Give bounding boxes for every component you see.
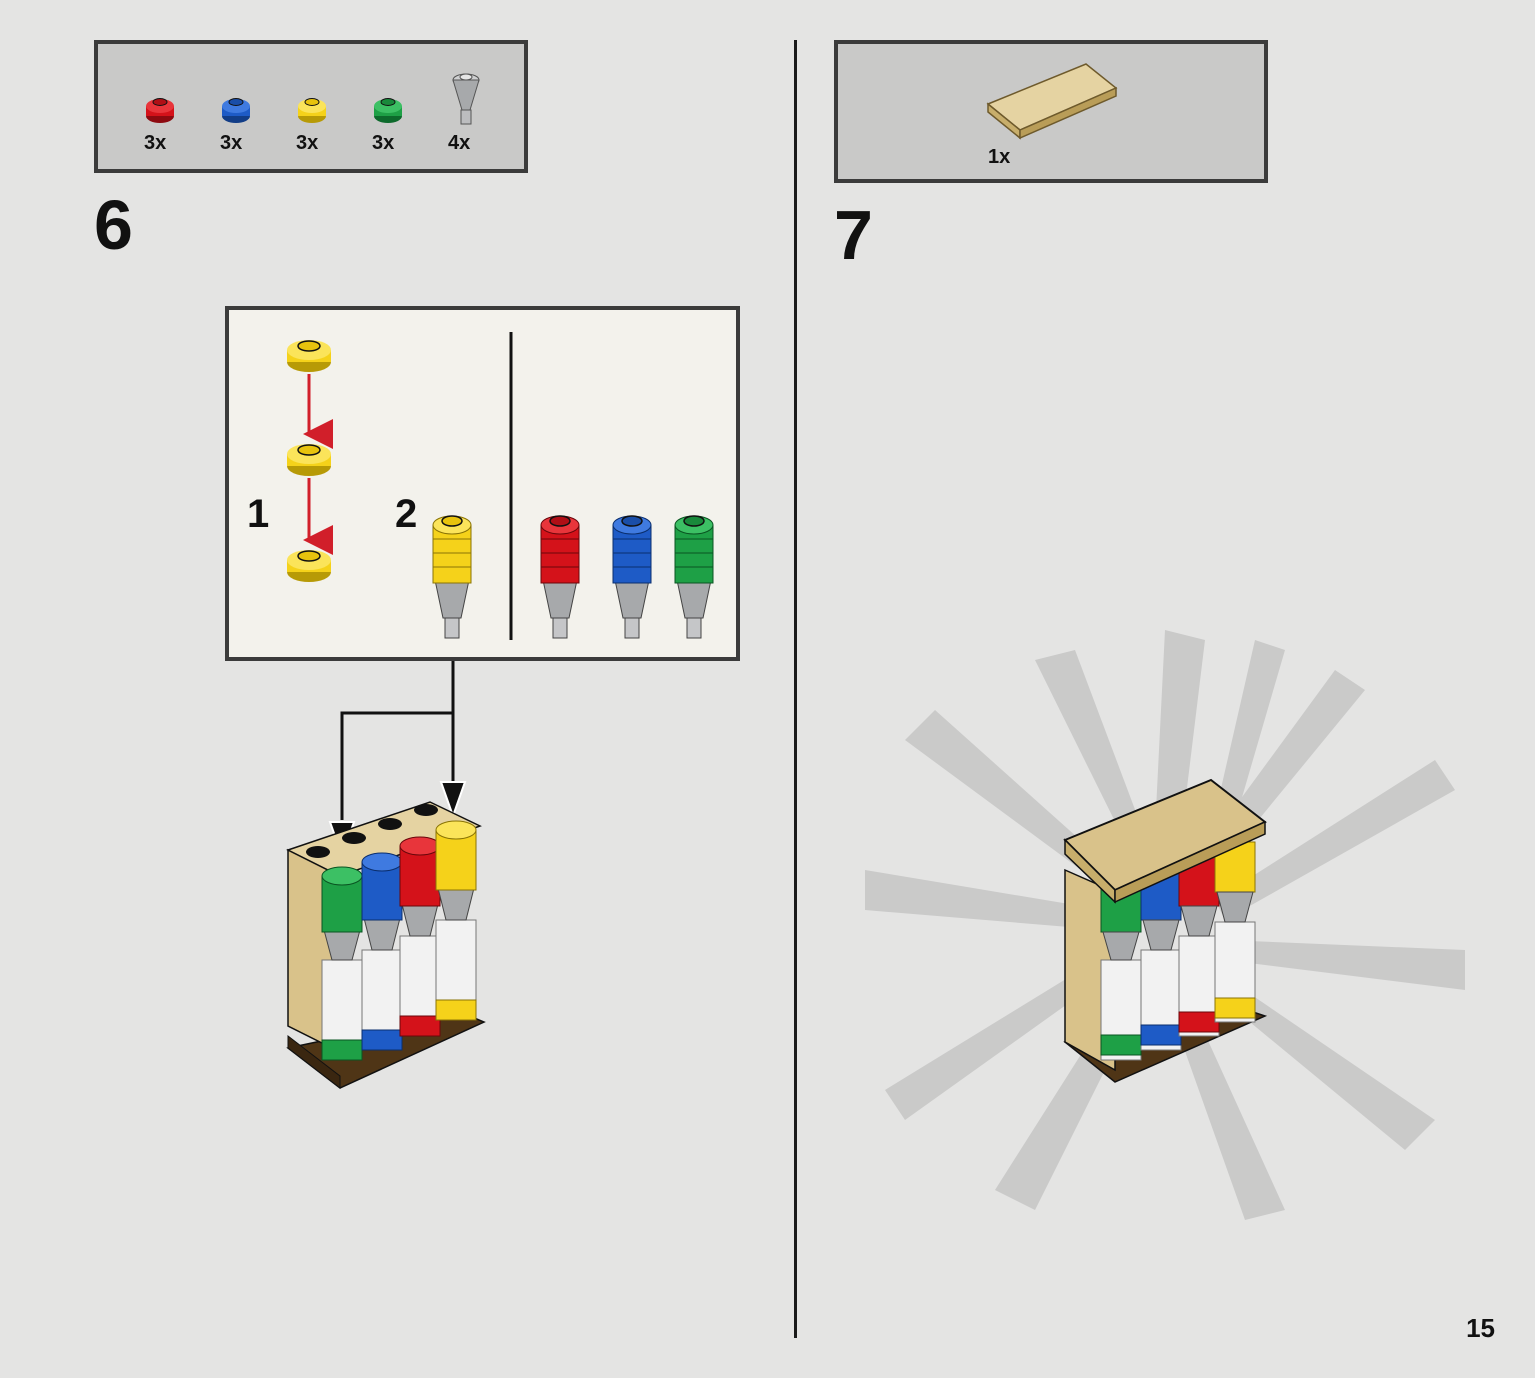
blue-stack-icon	[612, 515, 652, 639]
yellow-stack-icon	[432, 515, 472, 639]
yellow-plate-bottom-icon	[287, 550, 331, 582]
model-column-blue	[361, 852, 403, 1051]
model-column-green	[321, 866, 363, 1061]
red-stack-icon	[540, 515, 580, 639]
step-number-6: 6	[94, 186, 133, 264]
green-stack-icon	[674, 515, 714, 639]
substep-number-1: 1	[247, 492, 270, 536]
tile-tan-icon	[986, 63, 1118, 140]
part-qty-yellow: 3x	[296, 132, 319, 154]
step7-completed-model	[865, 630, 1465, 1220]
part-qty-green: 3x	[372, 132, 395, 154]
step6-parts-icons	[146, 73, 480, 125]
page-divider	[794, 40, 797, 1338]
substep-number-2: 2	[395, 492, 418, 536]
cone-light-grey-icon	[452, 73, 480, 125]
page-number: 15	[1466, 1313, 1495, 1343]
yellow-plate-middle-icon	[287, 444, 331, 476]
round-plate-yellow-icon	[298, 98, 326, 123]
model-column-yellow	[435, 820, 477, 1021]
sub-assembly-callout: 1 2	[225, 306, 740, 661]
step7-parts-box: 1x	[834, 40, 1268, 183]
part-qty-tile: 1x	[988, 146, 1011, 168]
part-qty-blue: 3x	[220, 132, 243, 154]
round-plate-blue-icon	[222, 98, 250, 123]
model-column-red	[399, 836, 441, 1037]
part-qty-cone: 4x	[448, 132, 471, 154]
frame-studs	[306, 804, 438, 858]
step6-model-illustration	[286, 801, 486, 1090]
callout-illustration	[287, 332, 714, 640]
step6-parts-box: 3x 3x 3x 3x 4x	[94, 40, 528, 173]
round-plate-green-icon	[374, 98, 402, 123]
yellow-plate-top-icon	[287, 340, 331, 372]
round-plate-red-icon	[146, 98, 174, 123]
part-qty-red: 3x	[144, 132, 167, 154]
step-number-7: 7	[834, 196, 873, 274]
